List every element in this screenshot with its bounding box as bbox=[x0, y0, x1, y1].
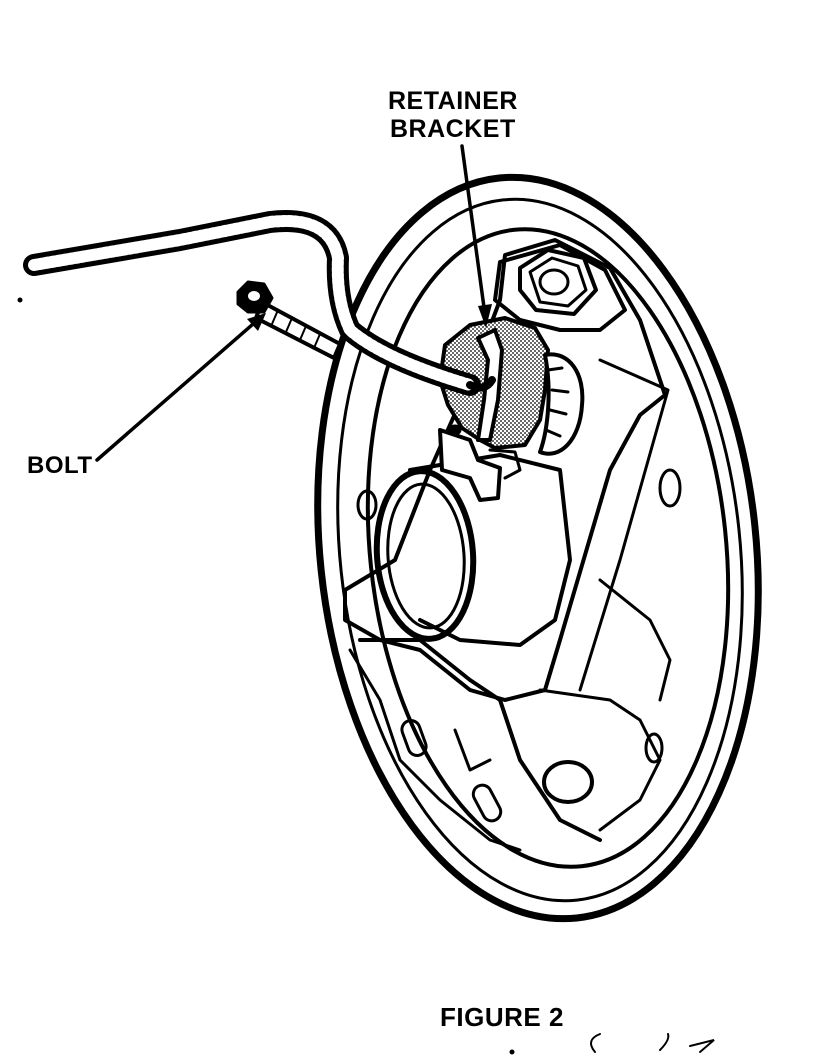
retainer-bracket-label-line1: RETAINER bbox=[388, 87, 518, 115]
upper-pad bbox=[493, 243, 627, 332]
mount-hole-right bbox=[658, 468, 682, 508]
backing-plate bbox=[314, 173, 762, 923]
bolt-leader bbox=[95, 316, 262, 462]
sensor-mount-teeth bbox=[544, 366, 570, 438]
retainer-bracket-arrowhead bbox=[478, 304, 492, 328]
sensor-tab-detail bbox=[488, 448, 522, 480]
retainer-bracket-leader bbox=[460, 144, 488, 324]
hex-nut-top bbox=[528, 256, 588, 308]
cable-to-sensor bbox=[466, 376, 496, 392]
mount-hole-lower-right bbox=[644, 732, 664, 764]
stray-dot bbox=[17, 297, 23, 303]
anchor-plate-right-rib bbox=[598, 578, 672, 702]
sensor-cable bbox=[23, 210, 496, 396]
sensor-dark-spot bbox=[448, 424, 462, 436]
bolt-arrowhead bbox=[247, 313, 266, 331]
bolt bbox=[236, 280, 342, 360]
backing-plate-raised-face bbox=[365, 227, 731, 869]
sensor-mount-ring bbox=[538, 352, 585, 456]
bolt-head-highlight bbox=[248, 291, 260, 301]
figure-caption: FIGURE 2 bbox=[440, 1002, 564, 1032]
handwritten-marks bbox=[509, 1033, 715, 1055]
hex-nut-center bbox=[538, 268, 570, 296]
sensor-tab bbox=[438, 428, 502, 502]
large-lower-hole bbox=[542, 760, 594, 804]
wheel-cylinder-bore bbox=[373, 468, 477, 642]
cable-inner bbox=[28, 215, 476, 391]
anchor-plate-edge bbox=[578, 358, 670, 692]
backing-plate-outer-rim bbox=[314, 173, 762, 923]
slot-lower bbox=[471, 783, 503, 823]
anchor-plate-lower-rib bbox=[538, 688, 662, 832]
bolt-label: BOLT bbox=[27, 452, 93, 479]
slot-upper bbox=[400, 719, 428, 757]
backing-plate-rim-inner bbox=[336, 197, 744, 903]
bolt-shank bbox=[254, 300, 342, 360]
retainer-bracket-label-line2: BRACKET bbox=[390, 115, 516, 143]
mount-hole-left bbox=[356, 489, 378, 521]
wheel-cylinder-bore-inner bbox=[386, 482, 466, 630]
wheel-speed-sensor bbox=[438, 316, 585, 502]
bolt-thread-lines bbox=[271, 309, 321, 349]
hex-nut bbox=[518, 248, 598, 316]
anchor-plate-left-flange bbox=[348, 648, 522, 852]
leader-lines bbox=[95, 144, 492, 462]
plate-notch bbox=[453, 728, 492, 772]
cylinder-housing bbox=[408, 453, 572, 647]
